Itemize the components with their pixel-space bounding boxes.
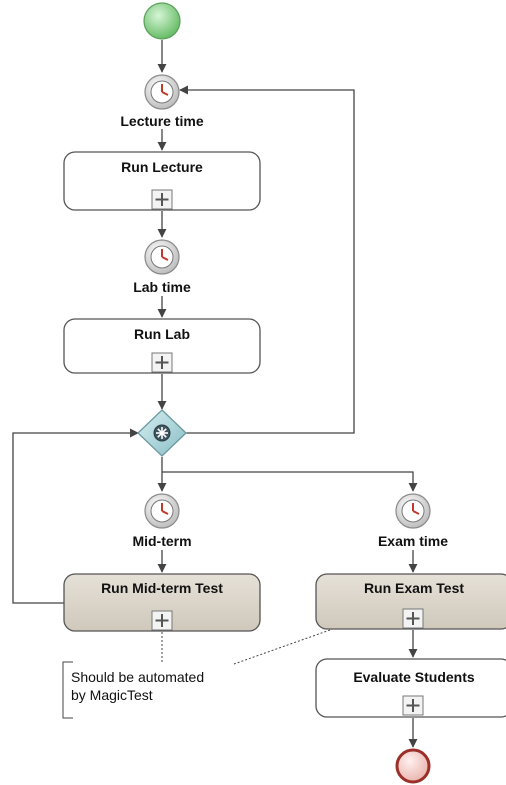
- label-run-midterm: Run Mid-term Test: [101, 580, 223, 596]
- annotation-line-1: Should be automated: [71, 669, 205, 685]
- association-exam: [233, 629, 331, 665]
- annotation-associations: [161, 629, 331, 665]
- annotation-bracket: [62, 661, 73, 719]
- timer-event-lecture-time: [144, 74, 180, 110]
- expand-marker-icon[interactable]: [402, 695, 424, 716]
- expand-marker-icon[interactable]: [402, 608, 424, 629]
- label-lecture-time: Lecture time: [120, 113, 204, 129]
- timer-event-lab-time: [144, 239, 180, 275]
- annotation-line-2: by MagicTest: [71, 687, 153, 703]
- task-run-midterm[interactable]: [63, 573, 261, 632]
- timer-event-midterm: [144, 493, 180, 529]
- label-exam-time: Exam time: [377, 533, 449, 549]
- event-based-gateway: [137, 409, 187, 457]
- task-run-exam[interactable]: [315, 573, 506, 630]
- task-run-lab[interactable]: [63, 318, 261, 374]
- label-evaluate: Evaluate Students: [353, 669, 475, 685]
- label-run-lecture: Run Lecture: [121, 159, 203, 175]
- label-run-exam: Run Exam Test: [363, 580, 465, 596]
- flow-run-midterm-loop-back: [12, 428, 139, 604]
- label-run-lab: Run Lab: [134, 326, 190, 342]
- timer-event-exam-time: [395, 493, 431, 529]
- annotation-text: Should be automated by MagicTest: [71, 668, 204, 704]
- task-evaluate[interactable]: [315, 658, 506, 718]
- label-lab-time: Lab time: [133, 279, 191, 295]
- start-event: [143, 2, 181, 40]
- expand-marker-icon[interactable]: [151, 352, 173, 373]
- label-midterm: Mid-term: [132, 533, 192, 549]
- expand-marker-icon[interactable]: [151, 610, 173, 631]
- expand-marker-icon[interactable]: [151, 189, 173, 210]
- task-run-lecture[interactable]: [63, 151, 261, 211]
- flow-gateway-loop-back: [179, 85, 355, 434]
- flow-gateway-to-exam-time: [162, 471, 418, 492]
- end-event: [395, 748, 431, 784]
- sequence-flows: [12, 40, 418, 748]
